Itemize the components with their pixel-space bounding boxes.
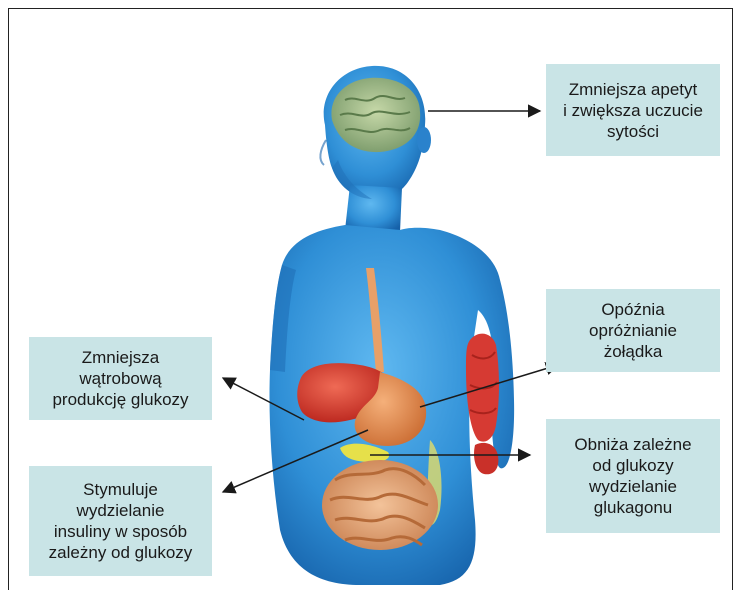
label-glucagon-line-2: od glukozy: [592, 455, 673, 476]
label-stomach: Opóźnia opróżnianie żołądka: [546, 289, 720, 372]
label-liver-line-2: wątrobową: [79, 368, 161, 389]
arm-muscle: [466, 334, 499, 475]
label-glucagon-line-1: Obniża zależne: [574, 434, 691, 455]
label-appetite-line-3: sytości: [607, 121, 659, 142]
label-stomach-line-2: opróżnianie: [589, 320, 677, 341]
label-insulin-line-1: Stymuluje: [83, 479, 158, 500]
label-appetite: Zmniejsza apetyt i zwiększa uczucie syto…: [546, 64, 720, 156]
label-glucagon-line-4: glukagonu: [594, 497, 672, 518]
label-stomach-line-3: żołądka: [604, 341, 663, 362]
label-stomach-line-1: Opóźnia: [601, 299, 664, 320]
label-insulin: Stymuluje wydzielanie insuliny w sposób …: [29, 466, 212, 576]
label-liver: Zmniejsza wątrobową produkcję glukozy: [29, 337, 212, 420]
label-appetite-line-1: Zmniejsza apetyt: [569, 79, 698, 100]
label-liver-line-3: produkcję glukozy: [52, 389, 188, 410]
label-insulin-line-2: wydzielanie: [77, 500, 165, 521]
label-glucagon: Obniża zależne od glukozy wydzielanie gl…: [546, 419, 720, 533]
intestines: [322, 460, 438, 550]
label-insulin-line-4: zależny od glukozy: [49, 542, 193, 563]
label-insulin-line-3: insuliny w sposób: [54, 521, 187, 542]
label-appetite-line-2: i zwiększa uczucie: [563, 100, 703, 121]
label-glucagon-line-3: wydzielanie: [589, 476, 677, 497]
label-liver-line-1: Zmniejsza: [82, 347, 159, 368]
